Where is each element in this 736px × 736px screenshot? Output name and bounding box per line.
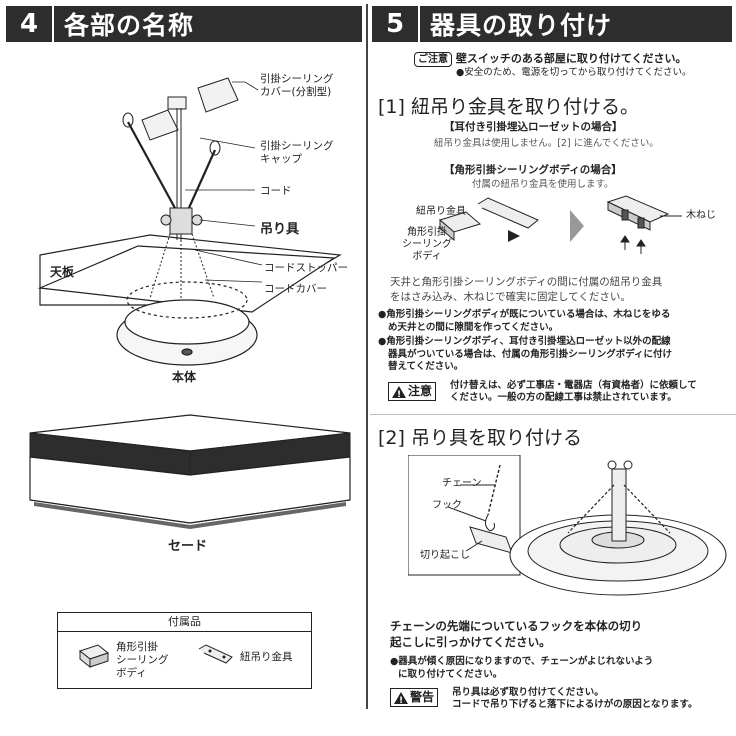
hanger bbox=[161, 208, 202, 234]
step1-bullet2: ●角形引掛シーリングボディ、耳付き引掛埋込ローゼット以外の配線 器具がついている… bbox=[378, 336, 672, 374]
step1-case1-text: 紐吊り金具は使用しません。[2] に進んでください。 bbox=[434, 138, 659, 150]
step2-bullet-line1: ●器具が傾く原因になりますので、チェーンがよじれないよう bbox=[390, 656, 653, 669]
step2-desc-line2: 起こしに引っかけてください。 bbox=[390, 634, 642, 650]
accessory-item1-line2: シーリング bbox=[116, 654, 169, 667]
step1-bullet1-line2: め天井との間に隙間を作ってください。 bbox=[378, 322, 670, 335]
step1-bullet2-line3: 替えてください。 bbox=[378, 361, 672, 374]
callout-cord-cover: コードカバー bbox=[264, 283, 327, 296]
callout-stopper: コードストッパー bbox=[264, 262, 348, 275]
accessory-item1-line3: ボディ bbox=[116, 667, 169, 680]
step1-bullet2-line1: ●角形引掛シーリングボディ、耳付き引掛埋込ローゼット以外の配線 bbox=[378, 336, 672, 349]
step2-desc: チェーンの先端についているフックを本体の切り 起こしに引っかけてください。 bbox=[390, 618, 642, 650]
label-bracket: 紐吊り金具 bbox=[416, 206, 466, 218]
caution-text: 付け替えは、必ず工事店・電器店（有資格者）に依頼して ください。一般の方の配線工… bbox=[450, 380, 697, 404]
callout-ceiling: 天板 bbox=[50, 263, 74, 280]
note-main: 壁スイッチのある部屋に取り付けてください。 bbox=[456, 52, 687, 65]
caution-text-line1: 付け替えは、必ず工事店・電器店（有資格者）に依頼して bbox=[450, 380, 697, 392]
warning-box: 警告 bbox=[390, 688, 438, 707]
note-line: ご注意 壁スイッチのある部屋に取り付けてください。 bbox=[414, 50, 687, 67]
note-sub: ●安全のため、電源を切ってから取り付けてください。 bbox=[456, 67, 692, 79]
warning-text-line1: 吊り具は必ず取り付けてください。 bbox=[452, 687, 697, 699]
accessories-box: 付属品 角形引掛 シーリング ボディ 紐吊り金具 bbox=[57, 612, 312, 689]
callout-cover: 引掛シーリング カバー(分割型) bbox=[260, 73, 334, 99]
callout-cord: コード bbox=[260, 185, 292, 198]
label-wood-screw: 木ねじ bbox=[686, 210, 716, 222]
caution-label: 注意 bbox=[408, 383, 432, 400]
label-ceiling-body-line2: シーリング bbox=[402, 239, 452, 251]
accessory-item1: 角形引掛 シーリング ボディ bbox=[116, 641, 169, 680]
parts-illustration bbox=[0, 60, 366, 390]
callout-cap: 引掛シーリング キャップ bbox=[260, 140, 334, 166]
callout-hanger: 吊り具 bbox=[260, 218, 299, 237]
warning-label: 警告 bbox=[410, 689, 434, 706]
accessory-item2: 紐吊り金具 bbox=[240, 651, 293, 664]
step1-bullet1: ●角形引掛シーリングボディが既についている場合は、木ねじをゆる め天井との間に隙… bbox=[378, 309, 670, 334]
note-tag: ご注意 bbox=[414, 52, 452, 67]
warning-triangle-icon bbox=[392, 386, 406, 398]
step1-case1-title: 【耳付き引掛埋込ローゼットの場合】 bbox=[444, 121, 623, 133]
step2-heading: [2] 吊り具を取り付ける bbox=[378, 423, 582, 450]
label-hook: フック bbox=[432, 500, 462, 512]
ceiling-cover bbox=[142, 78, 238, 140]
warning-triangle-icon-2 bbox=[394, 692, 408, 704]
ceiling-body-icon bbox=[76, 641, 112, 671]
callout-cap-line2: キャップ bbox=[260, 153, 334, 166]
label-ceiling-body-line3: ボディ bbox=[402, 251, 452, 263]
warning-text-line2: コードで吊り下げると落下によるけがの原因となります。 bbox=[452, 699, 697, 711]
column-divider bbox=[366, 4, 368, 709]
step1-bullet2-line2: 器具がついている場合は、付属の角形引掛シーリングボディに付け bbox=[378, 349, 672, 362]
caution-text-line2: ください。一般の方の配線工事は禁止されています。 bbox=[450, 392, 697, 404]
section-5-title: 器具の取り付け bbox=[430, 6, 612, 42]
section-5-number: 5 bbox=[372, 6, 420, 42]
callout-cover-line2: カバー(分割型) bbox=[260, 86, 334, 99]
shade-illustration bbox=[20, 405, 360, 535]
step2-bullet-line2: に取り付けてください。 bbox=[390, 669, 653, 682]
section-4-title: 各部の名称 bbox=[64, 6, 194, 42]
step1-heading: [1] 紐吊り金具を取り付ける。 bbox=[378, 92, 639, 119]
accessories-title: 付属品 bbox=[58, 613, 311, 632]
callout-cover-line1: 引掛シーリング bbox=[260, 73, 334, 86]
caution-box: 注意 bbox=[388, 382, 436, 401]
section-5-header: 5 器具の取り付け bbox=[372, 6, 732, 42]
step1-desc-line2: をはさみ込み、木ねじで確実に固定してください。 bbox=[390, 290, 662, 305]
callout-cap-line1: 引掛シーリング bbox=[260, 140, 334, 153]
step1-bullet1-line1: ●角形引掛シーリングボディが既についている場合は、木ねじをゆる bbox=[378, 309, 670, 322]
callout-body: 本体 bbox=[172, 368, 196, 385]
section-4-header: 4 各部の名称 bbox=[6, 6, 362, 42]
warning-text: 吊り具は必ず取り付けてください。 コードで吊り下げると落下によるけがの原因となり… bbox=[452, 687, 697, 711]
step1-desc-line1: 天井と角形引掛シーリングボディの間に付属の紐吊り金具 bbox=[390, 275, 662, 290]
step-divider bbox=[370, 414, 736, 415]
step2-desc-line1: チェーンの先端についているフックを本体の切り bbox=[390, 618, 642, 634]
label-ceiling-body-line1: 角形引掛 bbox=[402, 227, 452, 239]
callout-shade: セード bbox=[168, 535, 207, 554]
label-ceiling-body: 角形引掛 シーリング ボディ bbox=[402, 227, 452, 263]
label-chain: チェーン bbox=[442, 478, 482, 490]
step2-bullet: ●器具が傾く原因になりますので、チェーンがよじれないよう に取り付けてください。 bbox=[390, 656, 653, 681]
bracket-icon bbox=[196, 643, 236, 669]
step1-desc: 天井と角形引掛シーリングボディの間に付属の紐吊り金具 をはさみ込み、木ねじで確実… bbox=[390, 275, 662, 305]
step1-case2-title: 【角形引掛シーリングボディの場合】 bbox=[444, 164, 622, 176]
label-notch: 切り起こし bbox=[420, 550, 470, 562]
section-4-number: 4 bbox=[6, 6, 54, 42]
accessory-item1-line1: 角形引掛 bbox=[116, 641, 169, 654]
